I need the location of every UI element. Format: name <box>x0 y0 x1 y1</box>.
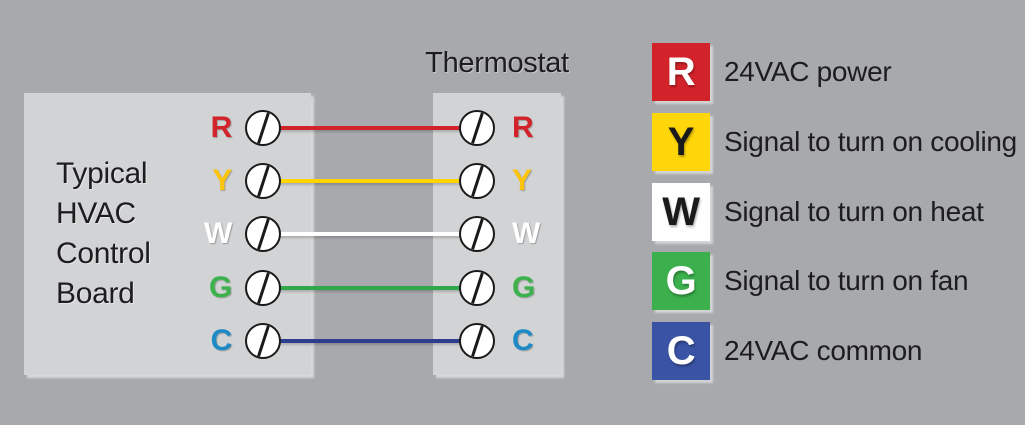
board-title-line: Control <box>56 237 151 270</box>
legend-letter: C <box>666 329 696 373</box>
thermostat-terminal-label: W <box>512 217 541 250</box>
wire-c <box>263 339 477 343</box>
thermostat-terminal-label: C <box>512 324 534 357</box>
legend-letter: Y <box>667 120 695 164</box>
board-title-line: Board <box>56 277 135 310</box>
legend-item-c: C 24VAC common <box>652 322 922 380</box>
board-terminal-label: C <box>210 324 233 357</box>
board-terminal-label: R <box>210 111 233 144</box>
board-terminal-label: Y <box>212 164 232 197</box>
legend-item-g: G Signal to turn on fan <box>652 252 969 310</box>
legend-item-w: W Signal to turn on heat <box>652 183 984 241</box>
legend-swatch-r: R <box>652 43 710 101</box>
wire-r <box>263 126 477 130</box>
legend-item-r: R 24VAC power <box>652 43 892 101</box>
legend-swatch-c: C <box>652 322 710 380</box>
thermostat-title: Thermostat <box>425 47 569 79</box>
screw-terminal-icon <box>245 270 281 306</box>
legend-item-y: Y Signal to turn on cooling <box>652 113 1017 171</box>
screw-terminal-icon <box>245 323 281 359</box>
screw-terminal-icon <box>459 323 495 359</box>
board-title-line: HVAC <box>56 197 136 230</box>
screw-terminal-icon <box>459 270 495 306</box>
screw-terminal-icon <box>459 163 495 199</box>
legend-letter: R <box>666 50 696 94</box>
legend-label: 24VAC common <box>724 335 923 366</box>
wire-y <box>263 179 477 183</box>
screw-terminal-icon <box>245 163 281 199</box>
screw-terminal-icon <box>245 216 281 252</box>
legend-label: Signal to turn on fan <box>724 265 969 296</box>
legend-label: 24VAC power <box>724 56 892 87</box>
legend-swatch-g: G <box>652 252 710 310</box>
screw-terminal-icon <box>459 216 495 252</box>
wire-g <box>263 286 477 290</box>
legend-letter: W <box>662 190 700 234</box>
board-terminal-label: W <box>203 217 232 250</box>
board-title: Typical HVAC Control Board <box>56 154 151 314</box>
legend-swatch-y: Y <box>652 113 710 171</box>
legend-label: Signal to turn on heat <box>724 196 984 227</box>
legend-swatch-w: W <box>652 183 710 241</box>
wire-w <box>263 232 477 236</box>
legend-letter: G <box>665 259 697 303</box>
legend-label: Signal to turn on cooling <box>724 126 1017 157</box>
thermostat-terminal-label: Y <box>512 164 532 197</box>
screw-terminal-icon <box>459 110 495 146</box>
screw-terminal-icon <box>245 110 281 146</box>
board-terminal-label: G <box>208 271 232 304</box>
thermostat-terminal-label: G <box>512 271 536 304</box>
board-title-line: Typical <box>56 157 148 190</box>
thermostat-terminal-label: R <box>512 111 534 144</box>
